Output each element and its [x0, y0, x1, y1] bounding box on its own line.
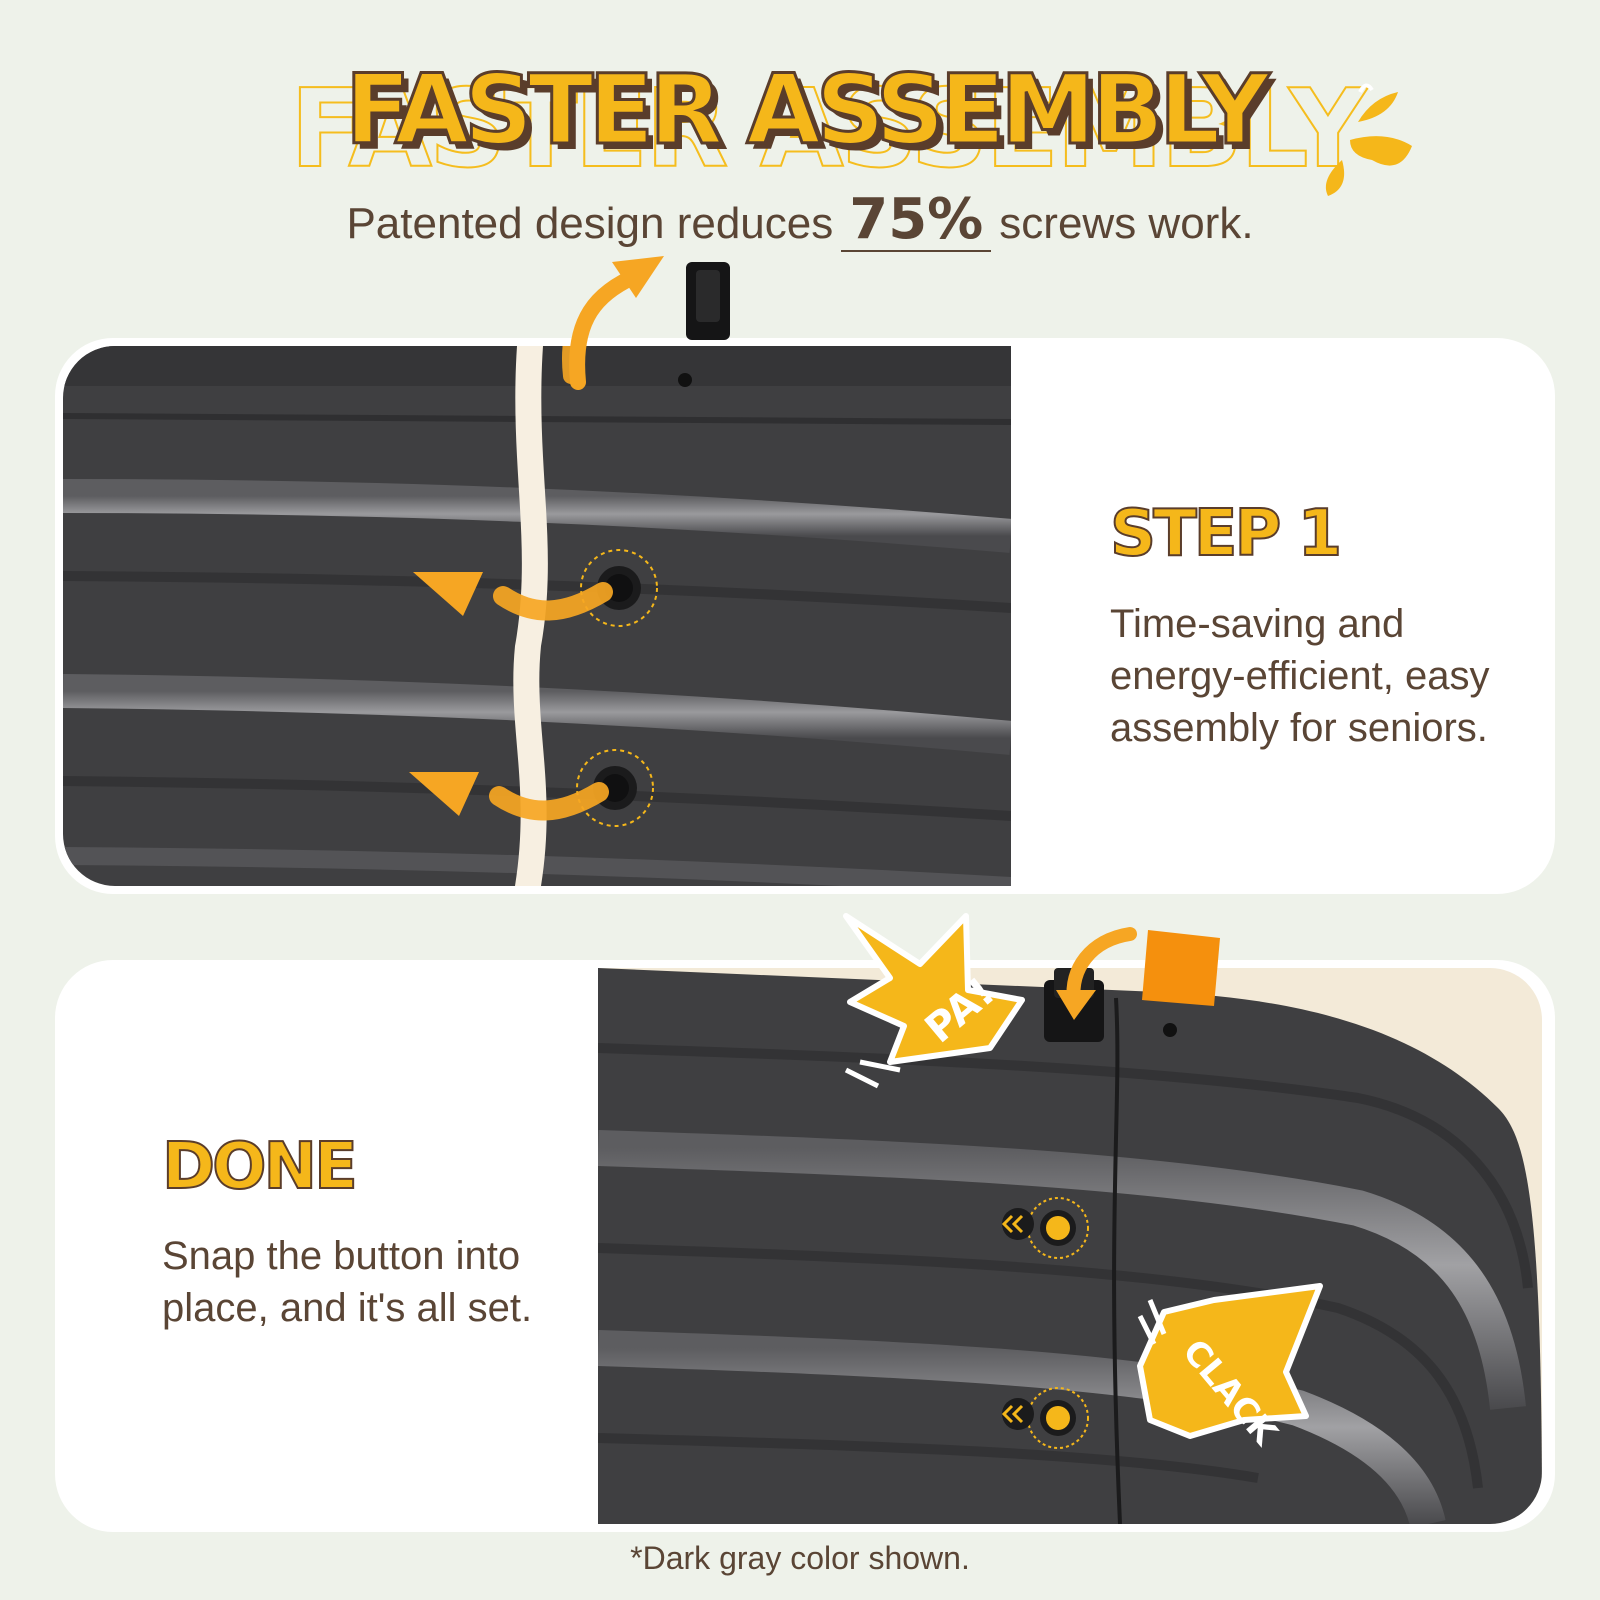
done-heading: DONE: [161, 1130, 359, 1204]
panel-open-illustration: [63, 346, 1011, 886]
step-1-heading: STEP 1: [1109, 497, 1343, 571]
done-description: Snap the button into place, and it's all…: [162, 1234, 533, 1330]
done-photo: [598, 968, 1542, 1524]
push-button-icon: [580, 549, 658, 627]
step-1-description: Time-saving and energy-efficient, easy a…: [1110, 602, 1490, 750]
curved-arrow-icon: [413, 572, 613, 621]
subtitle-lead: Patented design reduces: [346, 199, 834, 248]
push-button-icon: [1001, 1387, 1089, 1449]
subtitle-percentage: 75%: [841, 192, 992, 252]
subtitle-tail: screws work.: [999, 199, 1254, 248]
page-title: FASTER ASSEMBLY: [344, 54, 1272, 166]
curved-arrow-icon: [409, 772, 609, 821]
panel-locked-illustration: [598, 968, 1542, 1524]
hero-title: FASTER ASSEMBLY FASTER ASSEMBLY: [0, 40, 1600, 185]
footnote: *Dark gray color shown.: [630, 1540, 970, 1576]
step-1-photo: [63, 346, 1011, 886]
latch-clip-icon: [686, 262, 730, 340]
title-outline-echo: FASTER ASSEMBLY: [289, 67, 1368, 192]
push-button-icon: [1001, 1197, 1089, 1259]
